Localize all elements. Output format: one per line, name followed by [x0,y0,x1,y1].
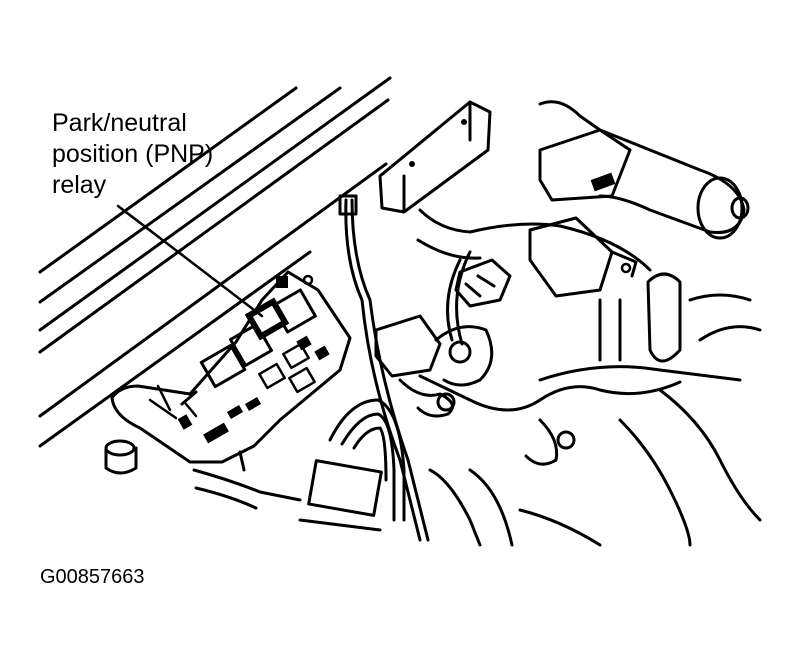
callout-leader-line [116,204,264,318]
relay-block [110,270,352,472]
callout-line-3: relay [52,171,107,199]
callout-line-2: position (PNP) [52,140,214,168]
reservoir-cap [104,439,138,475]
hood-edge-lines [38,76,392,448]
engine-components [374,100,762,547]
figure-id: G00857663 [40,566,145,588]
wire-harness [192,194,602,547]
callout-line-1: Park/neutral [52,109,187,137]
callout-label: Park/neutral position (PNP) relay [52,108,213,201]
